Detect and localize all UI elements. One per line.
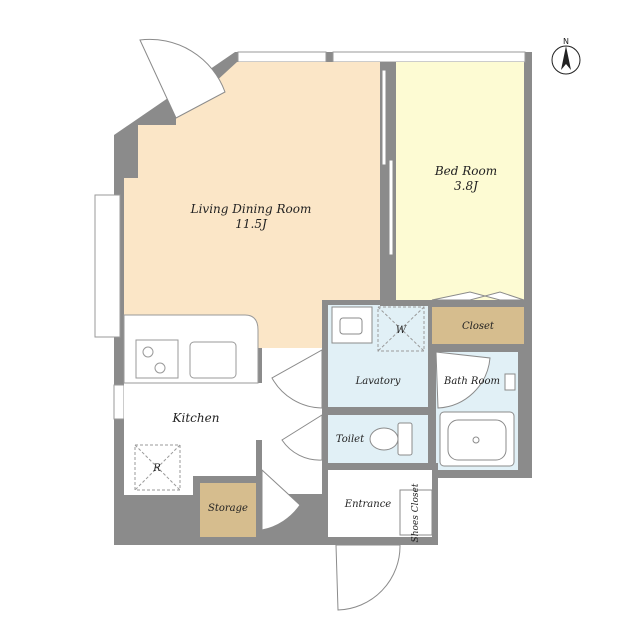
storage-name: Storage [208,503,248,514]
partition-toilet-bottom [322,463,438,470]
door-storage [261,468,301,531]
shoes-closet [399,489,433,536]
sink [189,341,237,379]
door-kitchen-hall [281,414,323,461]
bathtub [439,411,515,467]
basin-bowl [339,317,363,335]
wash-basin [331,306,373,344]
fridge-box [134,444,181,491]
window-top-bedroom [332,51,526,63]
closet-name: Closet [462,321,495,332]
tub-drain [472,436,480,444]
room-labels: Living Dining Room 11.5J Bed Room 3.8J K… [152,164,500,542]
partition-storage-left [193,476,200,537]
sliding-door [381,69,394,256]
bath-name: Bath Room [443,376,500,387]
bedroom-name: Bed Room [434,164,497,178]
faucet-icon [504,373,516,391]
living-room-size: 11.5J [235,217,268,231]
compass-needle [561,46,571,70]
window-left-kitchen [113,384,125,420]
toilet-tank [397,422,413,456]
washer-marker: W [396,325,407,336]
partition-lav-top [322,300,328,465]
toilet-name: Toilet [336,434,365,445]
entrance-name: Entrance [344,499,392,510]
kitchen-counter [123,314,259,384]
compass-n-label: N [563,37,569,46]
bedroom-floor [396,62,524,300]
window-openings [94,51,526,420]
fridge-x-2 [134,444,181,491]
north-arrow-icon: N [551,37,581,75]
sliding-panel-1 [381,69,387,166]
partition-hall-storage [256,462,262,537]
storage-floor [200,483,256,537]
appliance-markers [134,306,425,491]
kitchen-name: Kitchen [172,411,220,425]
partition-lav-bath [428,346,436,470]
washer-box [377,306,425,352]
bedroom-size: 3.8J [454,179,479,193]
door-living-hall [271,349,323,409]
partition-bed-closet [380,300,532,306]
lavatory-name: Lavatory [355,376,401,387]
shoes-closet-name: Shoes Closet [411,483,421,542]
door-entrance [335,544,401,611]
window-top-living [237,51,327,63]
sliding-panel-2 [388,159,394,256]
burner-2 [154,362,166,374]
living-room-name: Living Dining Room [190,202,312,216]
burner-1 [142,346,154,358]
toilet-fixture [369,422,413,456]
living-floor [124,62,380,383]
door-balcony [139,38,226,119]
closet-floor [432,307,524,344]
partition-kitchen-hall [256,348,262,383]
partition-closet-bath [428,344,532,352]
washer-x-2 [377,306,425,352]
door-closet [431,291,525,301]
doors [139,38,525,611]
toilet-bowl [369,427,399,451]
fridge-marker: R [152,463,161,474]
partition-hall-entrance [322,463,328,537]
door-lavatory-bath [435,351,491,409]
basin-counter [331,306,373,344]
partition-toilet-top [328,407,432,415]
window-left-living [94,194,121,338]
partition-kitchen-storage [193,476,260,483]
faucet-body [504,373,516,391]
